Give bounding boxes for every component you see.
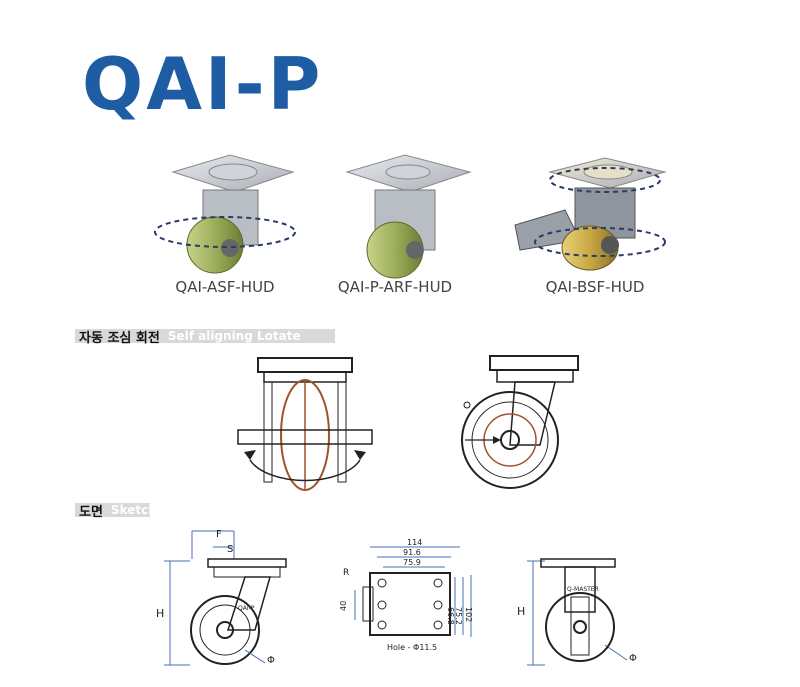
section-title-ko: 도면 bbox=[79, 504, 103, 520]
caster-image bbox=[514, 157, 667, 271]
dim-label-r: R bbox=[343, 568, 349, 578]
page-title: QAI-P bbox=[82, 42, 324, 126]
dim-label-phi: Φ bbox=[629, 653, 637, 664]
dim-label-s: S bbox=[227, 544, 233, 555]
product-model: QAI-ASF-HUD bbox=[175, 278, 275, 296]
section-header-rotation: 자동 조심 회전 Self aligning Lotate bbox=[75, 328, 305, 346]
section-header-sketch: 도면 Sketch bbox=[75, 502, 161, 520]
dim-width-75: 75.9 bbox=[403, 558, 421, 567]
dim-width-114: 114 bbox=[407, 538, 422, 547]
dim-label-h: H bbox=[517, 605, 525, 618]
product-model: QAI-P-ARF-HUD bbox=[337, 278, 453, 296]
caster-image bbox=[345, 154, 472, 279]
dim-label-phi: Φ bbox=[267, 655, 275, 666]
dim-width-91: 91.6 bbox=[403, 548, 421, 557]
dim-102: 102 bbox=[464, 607, 473, 622]
sketch-side-view: F S H QAI-P Φ bbox=[156, 529, 287, 666]
section-title-ko: 자동 조심 회전 bbox=[79, 330, 160, 346]
dim-label-h: H bbox=[156, 607, 164, 620]
section-title-en: Self aligning Lotate bbox=[167, 329, 301, 343]
sketch-top-view: 114 91.6 75.9 R 40 66.8 75.2 102 Hole - … bbox=[339, 538, 473, 652]
section-bar bbox=[75, 503, 150, 517]
dim-label-f: F bbox=[216, 529, 222, 540]
rotation-side-drawing bbox=[461, 355, 579, 489]
section-bar bbox=[75, 329, 335, 343]
section-title-en: Sketch bbox=[110, 503, 157, 517]
product-model: QAI-BSF-HUD bbox=[545, 278, 645, 296]
product-card: QAI-BSF-HUD bbox=[505, 150, 685, 296]
dim-75: 75.2 bbox=[454, 607, 463, 625]
sketch-front-view: H Φ Q-MASTER bbox=[517, 558, 637, 666]
product-card: QAI-P-ARF-HUD bbox=[305, 150, 485, 296]
hole-label: Hole - Φ11.5 bbox=[387, 643, 437, 652]
caster-label: QAI-P bbox=[238, 605, 255, 612]
dim-40: 40 bbox=[339, 601, 348, 611]
caster-image bbox=[154, 154, 296, 274]
rotation-front-drawing bbox=[237, 357, 373, 491]
caster-label: Q-MASTER bbox=[567, 586, 599, 593]
product-card: QAI-ASF-HUD bbox=[135, 150, 315, 296]
